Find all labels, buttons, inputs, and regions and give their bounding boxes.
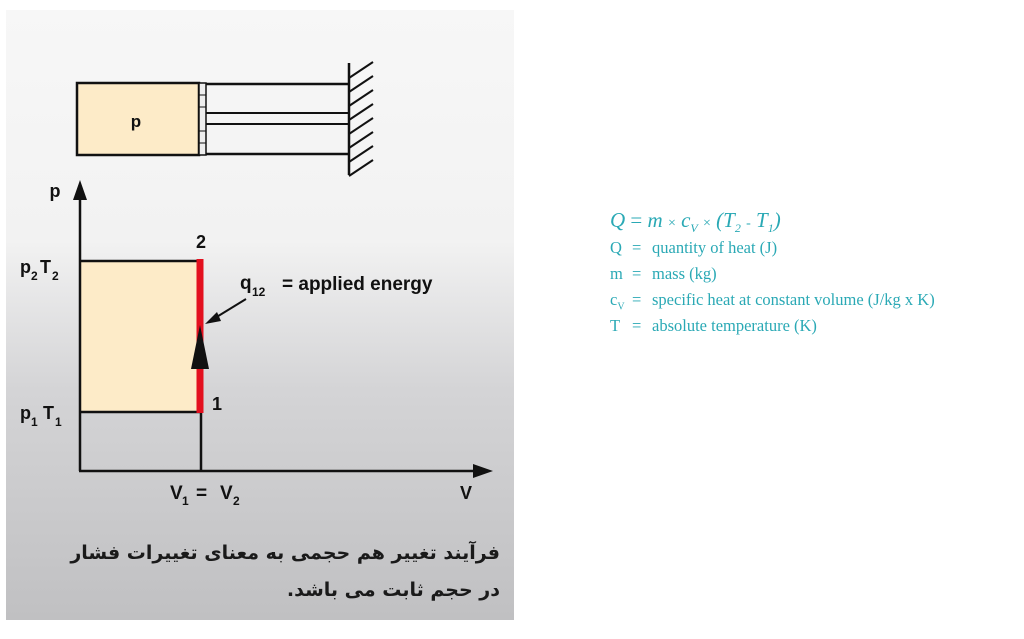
y-axis-label: p bbox=[50, 181, 61, 201]
definition-m: m=mass (kg) bbox=[610, 264, 717, 283]
point-2-label: 2 bbox=[196, 232, 206, 252]
piston-head bbox=[198, 82, 207, 156]
definition-t: T=absolute temperature (K) bbox=[610, 316, 817, 335]
svg-text:1: 1 bbox=[182, 494, 189, 508]
svg-text:T: T bbox=[43, 403, 54, 423]
caption-line-1: فرآیند تغییر هم حجمی به معنای تغییرات فش… bbox=[70, 542, 500, 564]
definition-cv: cV=specific heat at constant volume (J/k… bbox=[610, 290, 935, 313]
svg-text:= applied energy: = applied energy bbox=[282, 274, 433, 295]
process-direction-arrow bbox=[191, 325, 209, 369]
persian-caption: فرآیند تغییر هم حجمی به معنای تغییرات فش… bbox=[20, 535, 500, 609]
svg-text:12: 12 bbox=[252, 285, 266, 299]
svg-text:2: 2 bbox=[52, 269, 59, 283]
applied-energy-label: q 12 = applied energy bbox=[240, 273, 433, 299]
fixed-wall bbox=[347, 61, 374, 177]
svg-text:p: p bbox=[20, 403, 31, 423]
point-1-label: 1 bbox=[212, 394, 222, 414]
cylinder-walls bbox=[206, 82, 349, 156]
svg-text:1: 1 bbox=[55, 415, 62, 429]
svg-text:T: T bbox=[40, 257, 51, 277]
definition-q: Q=quantity of heat (J) bbox=[610, 238, 778, 257]
x-axis-label: V bbox=[460, 483, 472, 503]
svg-text:V: V bbox=[220, 483, 233, 504]
svg-text:1: 1 bbox=[31, 415, 38, 429]
applied-energy-pointer bbox=[205, 298, 247, 324]
svg-text:2: 2 bbox=[31, 269, 38, 283]
volume-equality-label: V 1 = V 2 bbox=[170, 483, 240, 508]
cylinder-gas bbox=[75, 81, 201, 157]
svg-text:p: p bbox=[20, 257, 31, 277]
upper-state-label: p 2 T 2 bbox=[20, 257, 59, 283]
x-axis bbox=[79, 464, 493, 478]
svg-text:q: q bbox=[240, 273, 252, 294]
piston-rod bbox=[206, 112, 349, 125]
heat-equation: Q = m × cV × (T2 - T1) bbox=[610, 208, 781, 236]
svg-text:2: 2 bbox=[233, 494, 240, 508]
lower-state-label: p 1 T 1 bbox=[20, 403, 62, 429]
caption-line-2: در حجم ثابت می باشد. bbox=[286, 579, 500, 601]
work-area-fill bbox=[80, 261, 200, 412]
svg-text:V: V bbox=[170, 483, 183, 504]
svg-text:=: = bbox=[196, 483, 207, 504]
heat-formula-block: Q = m × cV × (T2 - T1) Q=quantity of hea… bbox=[610, 208, 1020, 342]
piston-gas-label: p bbox=[131, 112, 141, 131]
y-axis bbox=[73, 180, 87, 471]
